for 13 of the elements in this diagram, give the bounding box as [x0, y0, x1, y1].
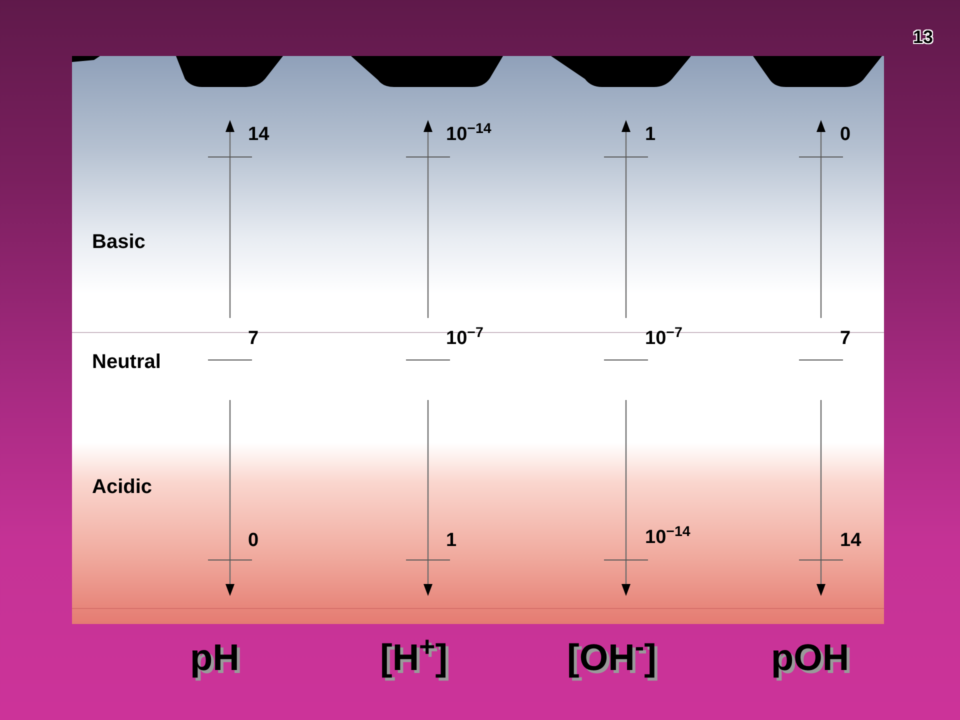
scale-value: 10$^{−7}$: [645, 329, 682, 348]
scale-value: 14: [840, 531, 862, 550]
scale-value: 10$^{−14}$: [645, 528, 690, 547]
region-label: Acidic: [92, 477, 152, 497]
region-label: Neutral: [92, 352, 161, 372]
region-label: Basic: [92, 232, 146, 252]
scale-title: [H$^{+}$]: [380, 639, 448, 676]
scale-title: [OH$^{-}$]: [567, 639, 656, 676]
scale-title: pH: [190, 639, 240, 676]
scale-title: pOH: [771, 639, 850, 676]
scale-value: 10$^{−7}$: [446, 329, 484, 348]
slide-number: 13: [913, 28, 934, 46]
scale-value: 10$^{−14}$: [446, 125, 492, 144]
